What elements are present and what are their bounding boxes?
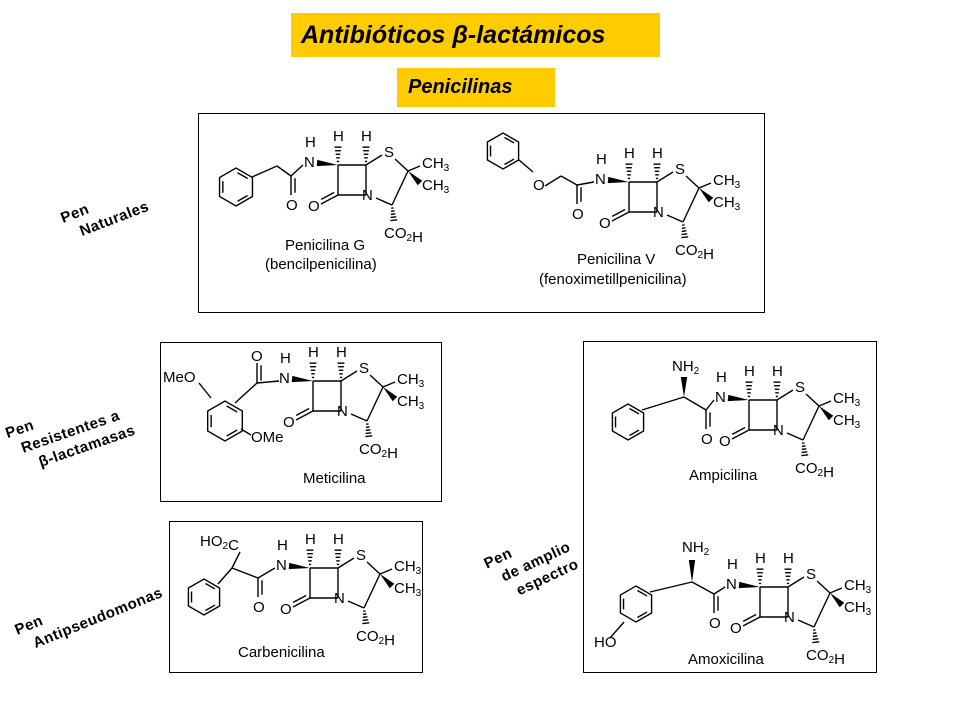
atom-s: S (806, 566, 816, 583)
atom-h: H (308, 344, 319, 361)
alias-bencilpenicilina: (bencilpenicilina) (265, 256, 377, 273)
name-meticilina: Meticilina (303, 470, 366, 487)
atom-n: N (279, 370, 290, 387)
label-pen-resistentes: Pen Resistentes a β-lactamasas (3, 407, 138, 471)
methyl-1: CH3 (397, 371, 425, 390)
methoxy-2: OMe (251, 429, 284, 446)
methyl-2: CH3 (394, 580, 422, 599)
carboxyl: CO2H (806, 647, 845, 668)
atom-h: H (336, 344, 347, 361)
methyl-2: CH3 (844, 599, 872, 618)
atom-o-amide: O (251, 348, 263, 365)
carboxyl-side: HO2C (200, 533, 239, 554)
page-title: Antibióticos β-lactámicos (291, 13, 660, 57)
atom-o-lactam: O (730, 620, 742, 637)
atom-n: N (304, 154, 315, 171)
atom-o-lactam: O (719, 433, 731, 450)
atom-o-lactam: O (283, 414, 295, 431)
atom-o-amide: O (572, 206, 584, 223)
atom-h: H (277, 537, 288, 554)
atom-s: S (675, 161, 685, 178)
carboxyl: CO2H (359, 441, 398, 462)
atom-h: H (333, 531, 344, 548)
methyl-1: CH3 (833, 390, 861, 409)
methyl-1: CH3 (422, 155, 450, 174)
atom-n: N (726, 576, 737, 593)
carboxyl: CO2H (795, 460, 834, 481)
atom-h: H (783, 550, 794, 567)
atom-h: H (744, 363, 755, 380)
carboxyl: CO2H (356, 628, 395, 649)
methyl-2: CH3 (833, 412, 861, 431)
methyl-1: CH3 (844, 577, 872, 596)
atom-o-lactam: O (599, 215, 611, 232)
methyl-2: CH3 (397, 393, 425, 412)
atom-h: H (755, 550, 766, 567)
atom-s: S (359, 360, 369, 377)
atom-n-ring: N (337, 403, 348, 420)
atom-n-ring: N (362, 187, 373, 204)
amino-2: NH2 (682, 539, 710, 558)
methyl-1: CH3 (394, 558, 422, 577)
methyl-2: CH3 (422, 177, 450, 196)
atom-h: H (596, 151, 607, 168)
label-pen-antipseudomonas: Pen Antipseudomonas (12, 584, 166, 652)
atom-o-amide: O (253, 599, 265, 616)
atom-h: H (727, 556, 738, 573)
atom-h: H (772, 363, 783, 380)
carboxyl: CO2H (675, 242, 714, 263)
atom-o-amide: O (286, 197, 298, 214)
alias-fenoximetilpenicilina: (fenoximetillpenicilina) (539, 271, 687, 288)
atom-n-ring: N (334, 590, 345, 607)
atom-h: H (716, 369, 727, 386)
atom-h: H (333, 128, 344, 145)
amino-1: NH2 (672, 358, 700, 377)
name-penicilina-g: Penicilina G (285, 237, 365, 254)
methyl-2: CH3 (713, 194, 741, 213)
atom-h: H (305, 134, 316, 151)
atom-n: N (715, 389, 726, 406)
methyl-1: CH3 (713, 172, 741, 191)
atom-s: S (795, 379, 805, 396)
atom-h: H (305, 531, 316, 548)
label-pen-naturales: Pen Naturales (58, 197, 152, 240)
section-subtitle: Penicilinas (397, 68, 555, 107)
name-amoxicilina: Amoxicilina (688, 651, 765, 668)
atom-o-amide: O (709, 615, 721, 632)
methoxy-1: MeO (163, 369, 196, 386)
carboxyl: CO2H (384, 225, 423, 246)
atom-n: N (595, 171, 606, 188)
atom-h: H (624, 145, 635, 162)
atom-n-ring: N (653, 204, 664, 221)
atom-o-ether: O (533, 177, 545, 194)
label-pen-amplio-espectro: Pen de amplio espectro (481, 538, 582, 600)
atom-s: S (356, 547, 366, 564)
atom-s: S (384, 144, 394, 161)
atom-o-amide: O (701, 431, 713, 448)
atom-o-lactam: O (308, 198, 320, 215)
atom-h: H (361, 128, 372, 145)
atom-n-ring: N (784, 609, 795, 626)
atom-h: H (652, 145, 663, 162)
hydroxyl: HO (594, 634, 617, 651)
atom-n: N (276, 557, 287, 574)
name-ampicilina: Ampicilina (689, 467, 758, 484)
atom-h: H (280, 350, 291, 367)
name-carbenicilina: Carbenicilina (238, 644, 325, 661)
name-penicilina-v: Penicilina V (577, 251, 655, 268)
atom-n-ring: N (773, 422, 784, 439)
atom-o-lactam: O (280, 601, 292, 618)
